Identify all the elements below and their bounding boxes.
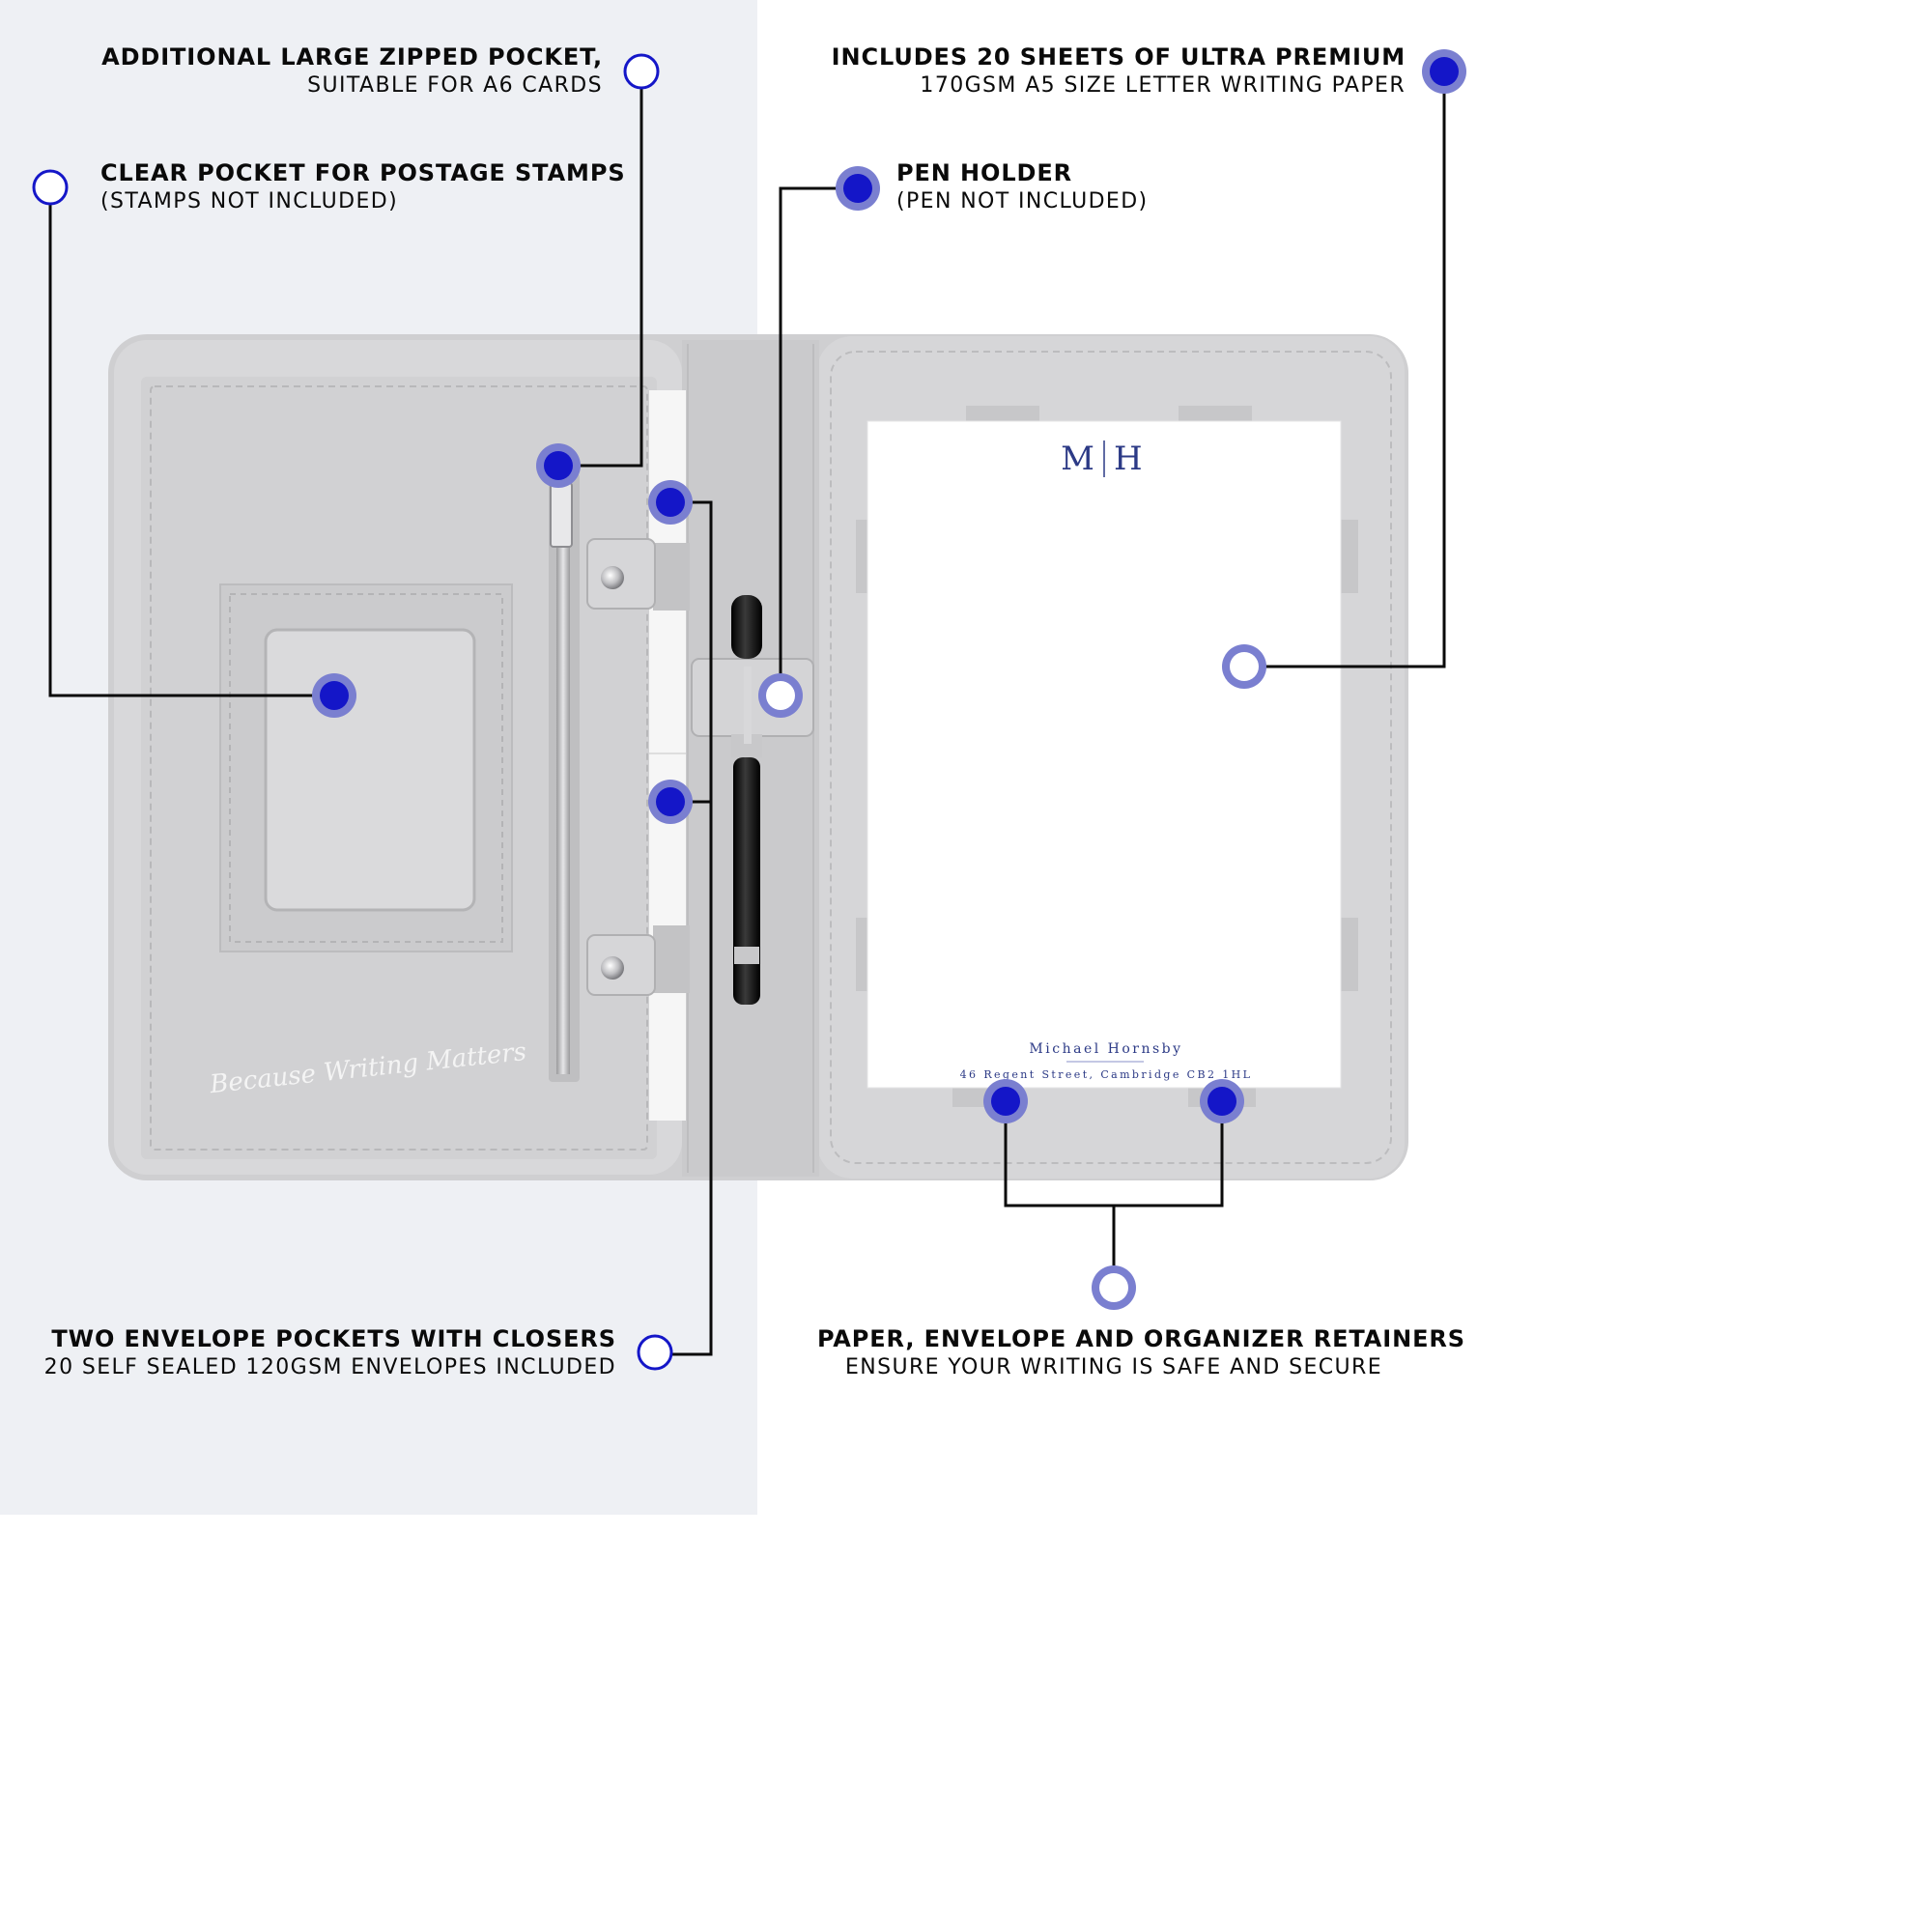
retainers-title: Paper, envelope and organizer retainers [817,1325,1465,1352]
hollow-markers [32,53,1266,1371]
zipped-pocket-label-marker [623,53,660,90]
pen-holder-callout: Pen holder (Pen not included) [896,158,1149,215]
pen-holder-marker [758,673,803,718]
retainer-left-marker [983,1079,1028,1123]
pen-holder-title: Pen holder [896,159,1073,186]
pen-holder-subtitle: (Pen not included) [896,188,1149,213]
letterhead-address: 46 Regent Street, Cambridge CB2 1HL [960,1068,1253,1081]
retainer-right-marker [1200,1079,1244,1123]
stamp-pocket-marker [312,673,356,718]
organizer-folio [108,334,1408,1180]
stamps-pocket-subtitle: (Stamps not included) [100,188,399,213]
monogram-right-letter: H [1114,440,1143,478]
envelope-pockets-callout: Two envelope pockets with closers 20 sel… [44,1324,616,1381]
retainers-subtitle: Ensure your writing is safe and secure [844,1354,1383,1379]
writing-paper-label-marker [1422,49,1466,94]
zipped-pocket-subtitle: suitable for A6 cards [307,72,603,98]
writing-paper-title: Includes 20 sheets of ultra premium [831,43,1406,71]
zipped-pocket-marker [536,443,581,488]
envelope-pocket-top-marker [648,480,693,525]
stamps-pocket-callout: Clear pocket for postage stamps (Stamps … [100,158,626,215]
envelope-pocket-bottom-marker [648,780,693,824]
monogram-left-letter: M [1061,440,1094,478]
stamps-pocket-title: Clear pocket for postage stamps [100,159,626,186]
zipped-pocket-callout: Additional large zipped pocket, suitable… [101,43,603,99]
retainers-callout: Paper, envelope and organizer retainers … [817,1324,1465,1381]
letterhead-monogram: M H [1061,440,1142,478]
stamp-pocket-label-marker [32,169,69,206]
envelope-pockets-label-marker [637,1334,673,1371]
letterhead-name: Michael Hornsby [1029,1041,1182,1057]
envelope-pockets-subtitle: 20 self sealed 120gsm envelopes included [43,1354,616,1379]
envelope-pockets-title: Two envelope pockets with closers [51,1325,616,1352]
retainers-label-marker [1092,1265,1136,1310]
zipped-pocket-title: Additional large zipped pocket, [101,43,603,71]
writing-paper-marker [1222,644,1266,689]
organizer-illustration: M H Michael Hornsby 46 Regent Street, Ca… [32,49,1466,1371]
writing-paper-callout: Includes 20 sheets of ultra premium 170g… [832,43,1406,99]
pen-holder-label-marker [836,166,880,211]
callout-connector-lines [48,89,1446,1356]
writing-paper-subtitle: 170gsm A5 size letter writing paper [920,72,1406,98]
filled-markers [312,49,1466,1123]
